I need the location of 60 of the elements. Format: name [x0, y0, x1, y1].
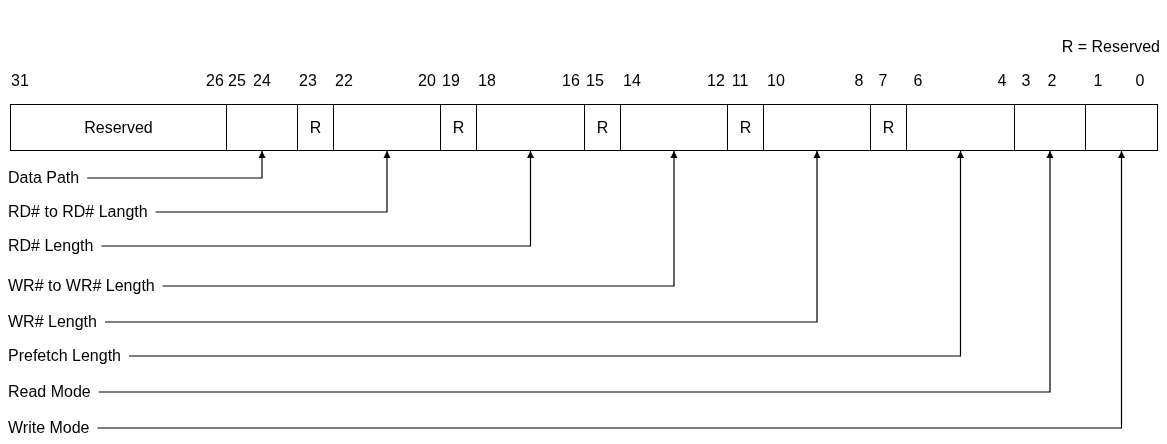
- field-label: Data Path: [8, 169, 88, 187]
- bit-number: 14: [623, 72, 641, 90]
- leader-arrow: [155, 150, 391, 213]
- field-label: RD# to RD# Langth: [8, 203, 156, 221]
- bit-number: 15: [586, 72, 604, 90]
- register-field: [1085, 104, 1158, 151]
- legend-note: R = Reserved: [1061, 38, 1160, 56]
- bit-number: 10: [767, 72, 785, 90]
- register-field: [297, 104, 334, 151]
- bit-number: 0: [1135, 72, 1145, 90]
- register-field: [333, 104, 441, 151]
- bit-number: 25: [228, 72, 246, 90]
- bit-number: 11: [731, 72, 749, 90]
- field-name: R: [882, 118, 895, 137]
- register-field: [584, 104, 621, 151]
- register-field: [906, 104, 1015, 151]
- register-field: [727, 104, 764, 151]
- bit-number: 1: [1093, 72, 1103, 90]
- bit-number: 18: [478, 72, 496, 90]
- bit-number: 24: [253, 72, 271, 90]
- field-name: R: [452, 118, 465, 137]
- bit-number: 31: [11, 72, 29, 90]
- field-label: Prefetch Length: [8, 347, 129, 365]
- bit-number: 3: [1021, 72, 1031, 90]
- bit-number: 7: [878, 72, 888, 90]
- leader-arrow: [86, 150, 266, 179]
- field-label: Read Mode: [8, 383, 99, 401]
- bit-number: 12: [707, 72, 725, 90]
- bit-number: 26: [206, 72, 224, 90]
- field-label: Write Mode: [8, 419, 98, 437]
- field-name: R: [739, 118, 752, 137]
- leader-arrow: [98, 150, 1054, 393]
- register-field: [620, 104, 728, 151]
- leader-arrow: [104, 150, 821, 323]
- field-label: WR# to WR# Length: [8, 277, 163, 295]
- register-field: [226, 104, 298, 151]
- bit-number: 8: [854, 72, 864, 90]
- bit-number: 16: [562, 72, 580, 90]
- register-field: [763, 104, 871, 151]
- register-field: [10, 104, 227, 151]
- leader-arrow: [128, 150, 964, 357]
- bit-number: 6: [913, 72, 923, 90]
- bit-number: 19: [442, 72, 460, 90]
- register-field: [440, 104, 477, 151]
- leader-arrow: [162, 150, 678, 287]
- field-name: Reserved: [84, 118, 153, 137]
- leader-arrow: [96, 150, 1125, 429]
- register-field: [1014, 104, 1086, 151]
- field-name: R: [309, 118, 322, 137]
- bit-number: 2: [1047, 72, 1057, 90]
- field-label: RD# Length: [8, 237, 102, 255]
- leader-arrow: [100, 150, 534, 247]
- register-field: [476, 104, 585, 151]
- bit-number: 22: [335, 72, 353, 90]
- bit-number: 4: [997, 72, 1007, 90]
- field-name: R: [596, 118, 609, 137]
- register-field: [870, 104, 907, 151]
- bit-number: 23: [299, 72, 317, 90]
- field-label: WR# Length: [8, 313, 105, 331]
- bit-number: 20: [418, 72, 436, 90]
